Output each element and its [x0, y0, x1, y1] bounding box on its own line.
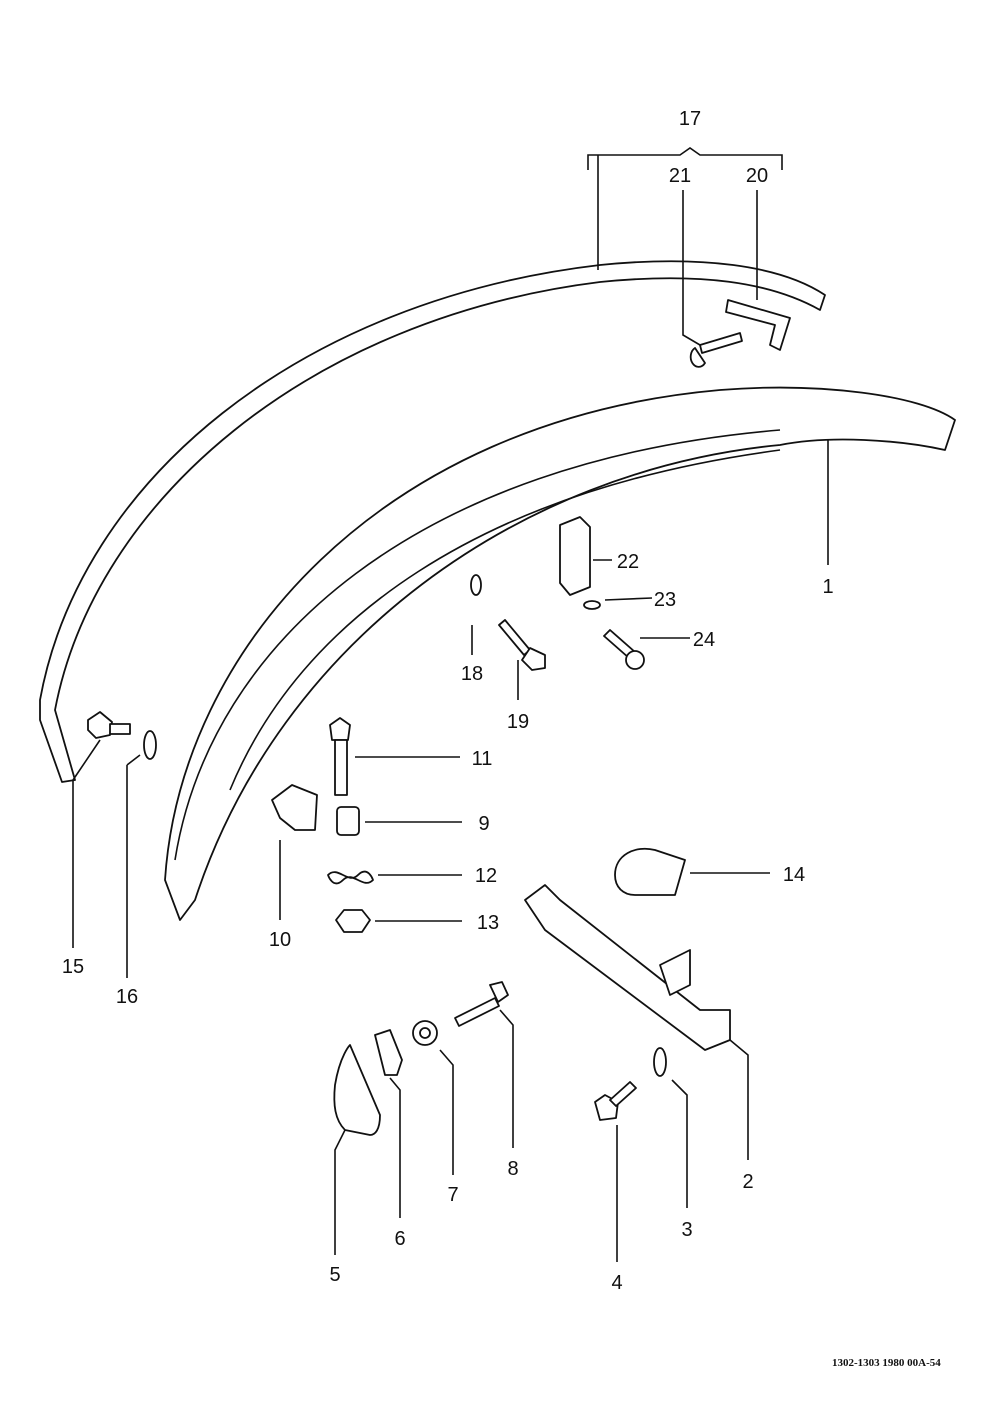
part-label-24: 24: [693, 629, 715, 651]
part-label-19: 19: [507, 711, 529, 733]
part-label-2: 2: [742, 1171, 753, 1193]
part-label-8: 8: [507, 1158, 518, 1180]
part-label-11: 11: [472, 748, 493, 770]
part-label-10: 10: [269, 929, 291, 951]
part-label-20: 20: [746, 165, 768, 187]
part-label-21: 21: [669, 165, 691, 187]
part-label-15: 15: [62, 956, 84, 978]
part-label-9: 9: [478, 813, 489, 835]
plate-part: [559, 516, 591, 596]
bumper-guard-part: [333, 1044, 381, 1136]
part-label-14: 14: [783, 864, 805, 886]
part-label-4: 4: [611, 1272, 622, 1294]
part-label-16: 16: [116, 986, 138, 1008]
part-label-7: 7: [447, 1184, 458, 1206]
bracket-part: [725, 299, 791, 351]
part-label-6: 6: [394, 1228, 405, 1250]
diagram-code: 1302-1303 1980 00A-54: [832, 1357, 941, 1369]
part-label-23: 23: [654, 589, 676, 611]
part-label-17: 17: [679, 108, 701, 130]
bumper-part: [164, 386, 956, 921]
trim-strip-part: [39, 260, 826, 783]
bumper-bracket-part: [524, 884, 731, 1051]
screw-part: [689, 332, 743, 368]
part-label-3: 3: [681, 1219, 692, 1241]
part-label-1: 1: [822, 576, 833, 598]
part-label-12: 12: [475, 865, 497, 887]
part-label-18: 18: [461, 663, 483, 685]
part-label-13: 13: [477, 912, 499, 934]
part-label-5: 5: [329, 1264, 340, 1286]
part-label-22: 22: [617, 551, 639, 573]
